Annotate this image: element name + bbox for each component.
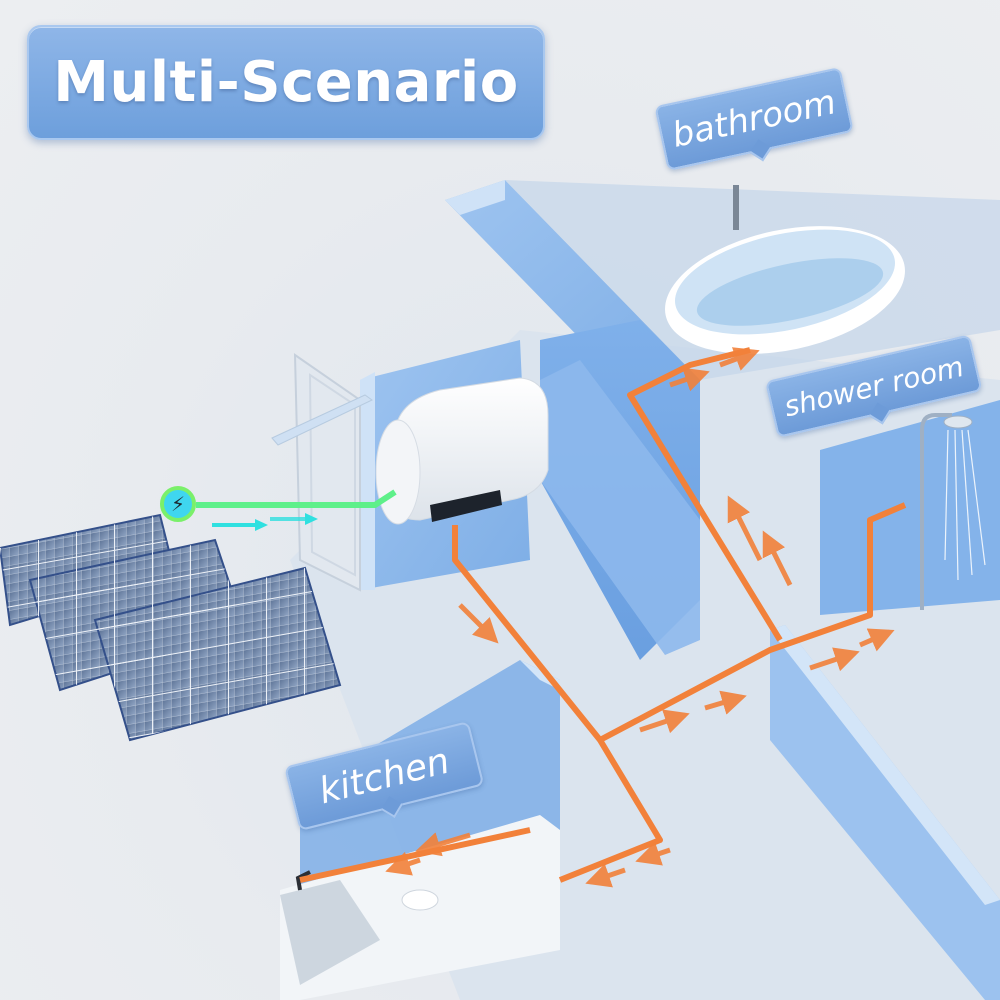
- page-title: Multi-Scenario: [53, 50, 519, 115]
- title-badge: Multi-Scenario: [27, 25, 545, 140]
- power-line: [196, 489, 397, 531]
- flow-arrows: [385, 347, 895, 888]
- door: [271, 353, 373, 592]
- water-heater: [375, 377, 549, 525]
- solar-panels: [0, 513, 342, 742]
- heater-control-panel: [430, 490, 502, 522]
- kitchen-counter: [280, 815, 560, 1000]
- wall: [770, 625, 1000, 1000]
- hot-water-pipes: [299, 347, 907, 883]
- bathtub: [665, 185, 905, 354]
- lightning-bolt-icon: ⚡: [160, 486, 196, 522]
- shower: [920, 413, 986, 610]
- bolt-glyph: ⚡: [170, 492, 186, 516]
